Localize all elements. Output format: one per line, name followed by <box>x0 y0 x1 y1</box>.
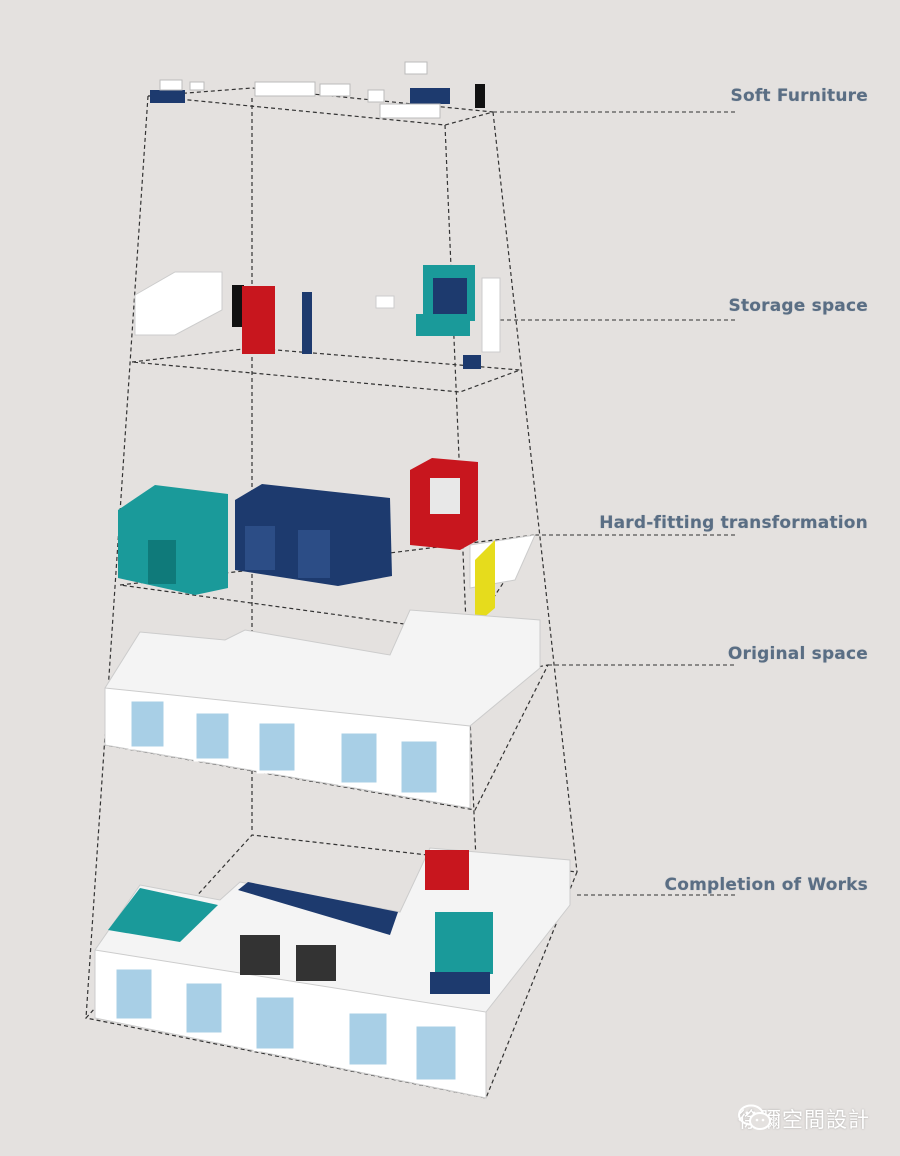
lamp <box>404 61 428 75</box>
cabinet-small <box>367 89 385 103</box>
completion-window-1 <box>113 966 155 1022</box>
label-soft-furniture: Soft Furniture <box>730 86 868 106</box>
completion-red-booth <box>425 850 469 890</box>
original-window-4 <box>338 730 380 786</box>
watermark: 徐彌空間設計 <box>738 1104 870 1134</box>
original-window-3 <box>256 720 298 774</box>
storage-small-box <box>375 295 395 309</box>
label-original-space: Original space <box>727 644 868 664</box>
frame-left-edge <box>85 95 149 1019</box>
chair-1 <box>189 81 205 91</box>
plane-hard-fitting <box>119 534 537 634</box>
original-space-model <box>104 609 541 809</box>
completion-window-3 <box>253 994 297 1052</box>
completion-navy-room <box>238 882 398 935</box>
storage-black-panel <box>232 285 244 327</box>
storage-objects <box>134 265 501 369</box>
label-completion-of-works: Completion of Works <box>664 875 868 895</box>
sofa-navy <box>150 90 185 103</box>
completion-teal-room <box>108 888 218 942</box>
completion-teal-wall <box>435 912 493 974</box>
bench-white <box>379 103 441 119</box>
plane-storage <box>131 347 521 393</box>
storage-navy-inset <box>433 278 467 314</box>
storage-white-cabinet <box>134 271 223 336</box>
completion-window-4 <box>346 1010 390 1068</box>
storage-teal-bench <box>416 314 470 336</box>
frame-right-edge <box>492 111 578 873</box>
hard-navy-door-2 <box>298 530 330 578</box>
leader-lines <box>493 111 735 896</box>
tv-screen <box>475 84 485 108</box>
storage-navy-panel <box>302 292 312 354</box>
label-storage-space: Storage space <box>728 296 868 316</box>
completion-window-5 <box>413 1023 459 1083</box>
sofa-white <box>159 79 183 91</box>
original-window-2 <box>193 710 232 762</box>
completion-window-2 <box>183 980 225 1036</box>
chairs-navy <box>410 88 450 104</box>
soft-furniture-objects <box>150 61 485 119</box>
wechat-icon <box>738 1104 771 1130</box>
original-window-1 <box>128 698 167 750</box>
completion-navy-bench <box>430 972 490 994</box>
label-hard-fitting: Hard-fitting transformation <box>599 513 868 533</box>
desk-group-2 <box>319 83 351 97</box>
storage-white-column <box>481 277 501 353</box>
hard-red-booth-inner <box>430 478 460 514</box>
hard-yellow-panel <box>475 540 495 625</box>
original-window-5 <box>398 738 440 796</box>
hard-fitting-objects <box>118 458 536 625</box>
storage-red-cabinet <box>242 286 275 354</box>
hard-teal-door <box>148 540 176 584</box>
storage-navy-block <box>463 355 481 369</box>
hard-navy-door-1 <box>245 526 275 570</box>
completion-navy-interior <box>240 935 280 975</box>
completion-model <box>94 847 571 1099</box>
desk-group-1 <box>254 81 316 97</box>
completion-navy-interior-2 <box>296 945 336 981</box>
